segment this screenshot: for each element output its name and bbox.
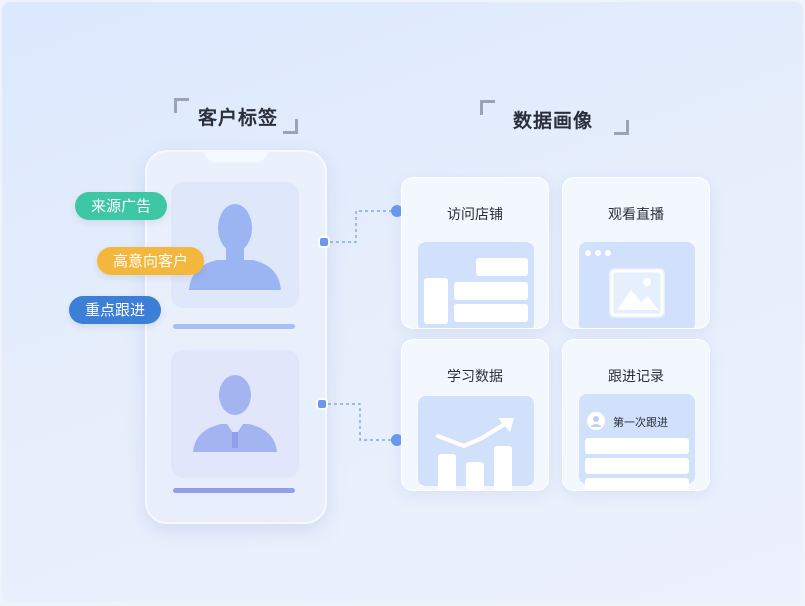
tag-key-follow-up: 重点跟进 (69, 296, 162, 324)
connector-start-dot (318, 236, 330, 248)
customer-card-2 (171, 350, 299, 478)
trend-arrow-icon (436, 418, 514, 448)
record-illustration: 第一次跟进 (579, 394, 695, 490)
customer-2-name-bar (173, 488, 295, 493)
first-follow-up-label: 第一次跟进 (613, 416, 668, 429)
store-illustration (418, 242, 534, 328)
phone-mockup (145, 150, 327, 524)
customer-avatar-icon (189, 204, 281, 290)
live-illustration (579, 242, 695, 328)
card-title: 访问店铺 (447, 207, 503, 223)
profile-section-title: 数据画像 (513, 110, 594, 132)
card-watch-live: 观看直播 (562, 177, 710, 329)
title-bracket-right (283, 119, 298, 134)
customer-1-name-bar (173, 324, 295, 329)
connector-end-dot (391, 434, 403, 446)
image-icon (609, 268, 665, 318)
card-title: 观看直播 (608, 207, 664, 223)
title-bracket-left (480, 100, 495, 115)
card-title: 跟进记录 (608, 369, 664, 385)
card-learning-data: 学习数据 (401, 339, 549, 491)
connector-start-dot (316, 398, 328, 410)
chart-illustration (418, 396, 534, 490)
tag-high-intent: 高意向客户 (97, 247, 205, 275)
card-follow-record: 跟进记录 第一次跟进 (562, 339, 710, 491)
tag-source-ad: 来源广告 (75, 192, 168, 220)
user-avatar-icon (587, 412, 605, 430)
card-visit-store: 访问店铺 (401, 177, 549, 329)
phone-notch (205, 150, 267, 162)
title-bracket-left (174, 98, 189, 113)
customer-avatar-icon (193, 375, 277, 452)
title-bracket-right (614, 120, 629, 135)
tags-section-title: 客户标签 (198, 107, 279, 129)
customer-card-1 (171, 182, 299, 308)
connector-end-dot (391, 205, 403, 217)
card-title: 学习数据 (447, 369, 503, 385)
